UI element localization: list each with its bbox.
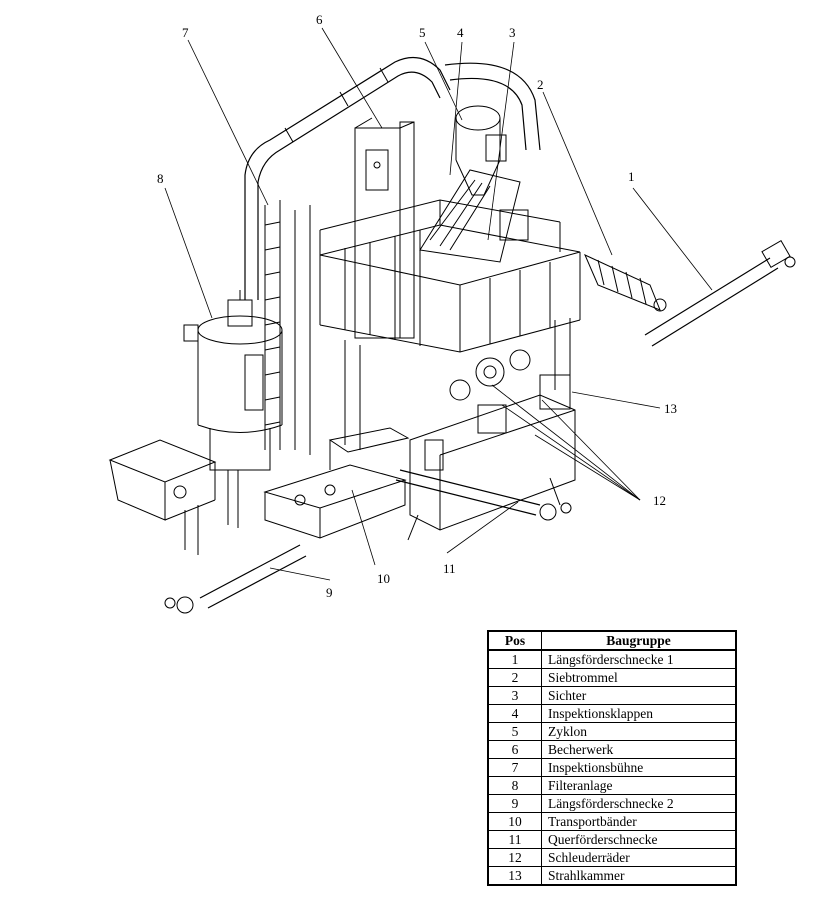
overhead-duct — [244, 56, 541, 300]
legend-name: Schleuderräder — [541, 848, 737, 867]
legend-pos: 9 — [487, 794, 542, 813]
callout-8: 8 — [157, 171, 164, 186]
legend-name: Längsförderschnecke 1 — [541, 649, 737, 669]
cyclone — [455, 105, 507, 196]
legend-name: Inspektionsklappen — [541, 704, 737, 723]
legend-name: Strahlkammer — [541, 866, 737, 886]
support-frame — [227, 318, 571, 528]
screw-conveyor-2 — [164, 544, 307, 614]
legend-name: Siebtrommel — [541, 668, 737, 687]
hopper — [108, 439, 217, 555]
legend-pos: 11 — [487, 830, 542, 849]
legend-name: Becherwerk — [541, 740, 737, 759]
callout-13: 13 — [664, 401, 677, 416]
legend-pos: 8 — [487, 776, 542, 795]
machine-drawing — [108, 27, 796, 614]
inspection-platform — [319, 199, 581, 353]
callout-12: 12 — [653, 493, 666, 508]
legend-header-pos: Pos — [487, 630, 542, 651]
legend-pos: 3 — [487, 686, 542, 705]
callout-4: 4 — [457, 25, 464, 40]
blast-chamber — [407, 374, 576, 541]
bucket-elevator — [354, 117, 415, 339]
legend-header-row: Pos Baugruppe — [487, 630, 737, 651]
filter-unit — [183, 290, 283, 471]
callout-7: 7 — [182, 25, 189, 40]
ladder — [264, 200, 311, 455]
transport-belts — [263, 427, 410, 539]
throwing-wheels — [449, 349, 531, 401]
cross-screw — [395, 469, 572, 521]
callout-11: 11 — [443, 561, 456, 576]
legend-pos: 1 — [487, 649, 542, 669]
legend-name: Querförderschnecke — [541, 830, 737, 849]
legend-name: Sichter — [541, 686, 737, 705]
legend-name: Längsförderschnecke 2 — [541, 794, 737, 813]
legend-pos: 13 — [487, 866, 542, 886]
callout-9: 9 — [326, 585, 333, 600]
callout-2: 2 — [537, 77, 544, 92]
separator — [419, 169, 529, 263]
legend-pos: 10 — [487, 812, 542, 831]
callout-5: 5 — [419, 25, 426, 40]
legend-name: Zyklon — [541, 722, 737, 741]
legend-pos: 12 — [487, 848, 542, 867]
legend-pos: 7 — [487, 758, 542, 777]
callout-10: 10 — [377, 571, 390, 586]
screen-drum — [584, 253, 667, 312]
legend-pos: 4 — [487, 704, 542, 723]
legend-header-name: Baugruppe — [541, 630, 737, 651]
callout-1: 1 — [628, 169, 635, 184]
legend-pos: 2 — [487, 668, 542, 687]
callout-6: 6 — [316, 12, 323, 27]
legend-name: Transportbänder — [541, 812, 737, 831]
screw-conveyor-1 — [644, 240, 796, 347]
legend-name: Inspektionsbühne — [541, 758, 737, 777]
legend-pos: 6 — [487, 740, 542, 759]
legend-name: Filteranlage — [541, 776, 737, 795]
callout-3: 3 — [509, 25, 516, 40]
leader-lines — [164, 27, 713, 581]
legend-pos: 5 — [487, 722, 542, 741]
